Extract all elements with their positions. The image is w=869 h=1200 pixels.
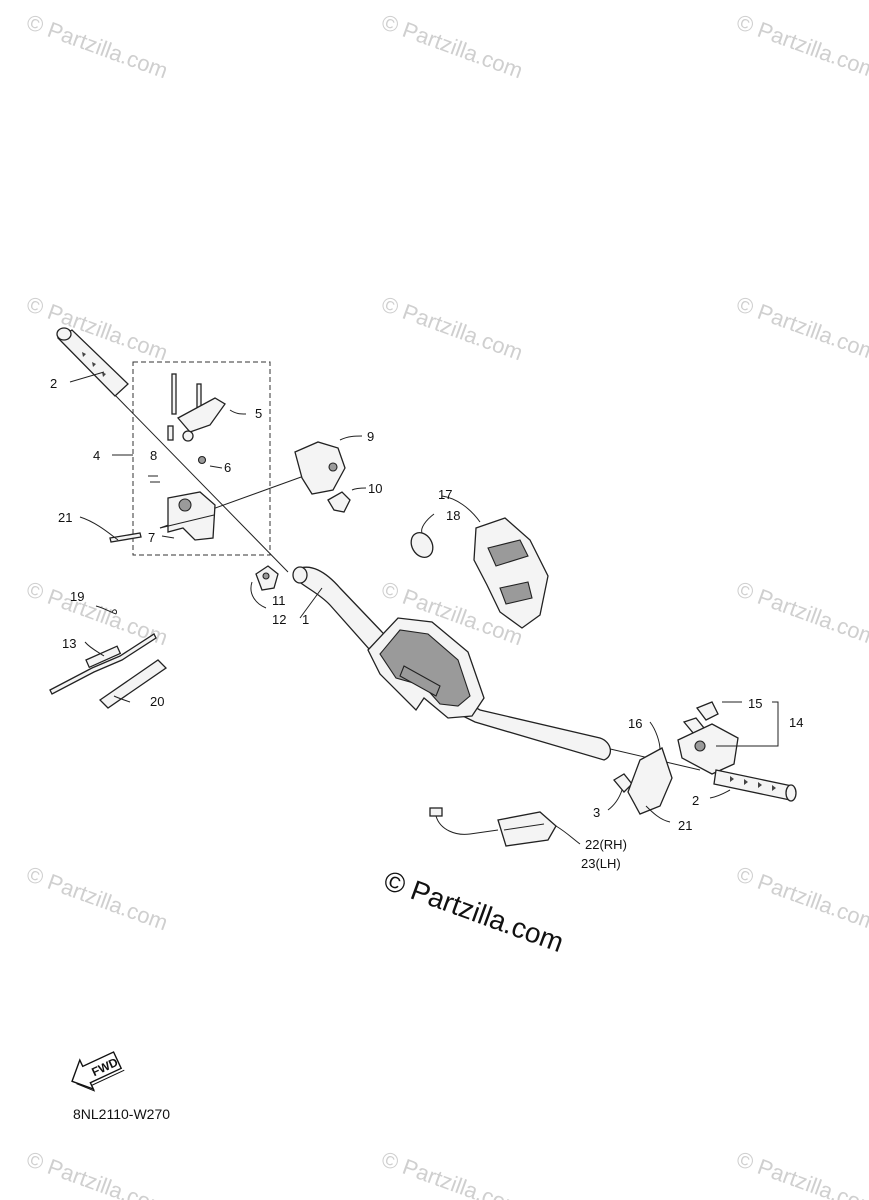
callout-7: 7 [148, 530, 155, 545]
callout-22: 22(RH) [585, 837, 627, 852]
watermark: © Partzilla.com [733, 291, 869, 365]
callout-13: 13 [62, 636, 76, 651]
watermark: © Partzilla.com [378, 1146, 526, 1200]
callout-14: 14 [789, 715, 803, 730]
callout-12: 12 [272, 612, 286, 627]
callout-20: 20 [150, 694, 164, 709]
grip-left [56, 327, 129, 397]
assembly-line [111, 391, 289, 573]
holder-assembly [410, 517, 549, 629]
callout-17: 17 [438, 487, 452, 502]
callout-15: 15 [748, 696, 762, 711]
switch-knob [255, 565, 279, 591]
assembly-group-box [132, 361, 271, 556]
switch-housing-right [677, 701, 739, 775]
watermark: © Partzilla.com [733, 9, 869, 83]
cable-assembly [49, 609, 168, 709]
callout-19: 19 [70, 589, 84, 604]
lever-hardware [148, 373, 226, 483]
callout-5: 5 [255, 406, 262, 421]
wire-harness [429, 807, 557, 847]
ring-part [410, 532, 434, 558]
diagram-code: 8NL2110-W270 [73, 1106, 170, 1122]
callout-21-right: 21 [678, 818, 692, 833]
callout-4: 4 [93, 448, 100, 463]
watermark: © Partzilla.com [733, 1146, 869, 1200]
callout-23: 23(LH) [581, 856, 621, 871]
switch-cover [294, 441, 346, 495]
watermark: © Partzilla.com [378, 9, 526, 83]
callout-6: 6 [224, 460, 231, 475]
watermark: © Partzilla.com [733, 861, 869, 935]
callout-18: 18 [446, 508, 460, 523]
callout-8: 8 [150, 448, 157, 463]
callout-9: 9 [367, 429, 374, 444]
mount-plate [627, 747, 673, 815]
handlebar [292, 566, 611, 761]
watermark: © Partzilla.com [23, 1146, 171, 1200]
watermark: © Partzilla.com [733, 576, 869, 650]
watermark-main: © Partzilla.com [380, 865, 568, 959]
callout-3: 3 [593, 805, 600, 820]
throttle-housing [109, 491, 216, 543]
callout-16: 16 [628, 716, 642, 731]
callout-labels: 2 4 5 6 7 8 9 10 11 12 1 13 14 15 16 17 … [50, 376, 803, 871]
callout-2-right: 2 [692, 793, 699, 808]
watermark: © Partzilla.com [23, 861, 171, 935]
leader-lines [69, 371, 779, 845]
grip-right [713, 769, 797, 802]
callout-10: 10 [368, 481, 382, 496]
callout-1: 1 [302, 612, 309, 627]
callout-21-left: 21 [58, 510, 72, 525]
clip-part [327, 491, 351, 513]
fwd-arrow-icon: FWD [71, 1051, 125, 1092]
callout-2: 2 [50, 376, 57, 391]
watermark: © Partzilla.com [378, 291, 526, 365]
watermark-layer: © Partzilla.com © Partzilla.com © Partzi… [23, 9, 869, 1200]
callout-11: 11 [272, 593, 286, 608]
watermark: © Partzilla.com [23, 9, 171, 83]
